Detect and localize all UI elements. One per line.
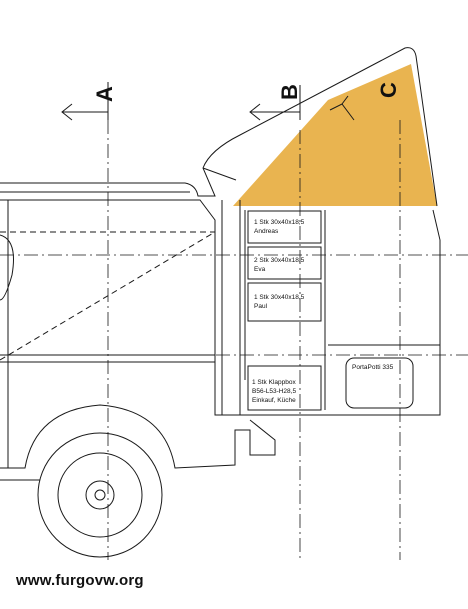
toilet-box (345, 357, 414, 409)
klappbox-line3: Einkauf, Küche (252, 397, 296, 404)
section-label-a: A (92, 86, 117, 102)
box-2-line2: Eva (254, 266, 266, 273)
box-3-line1: 1 Stk 30x40x18,5 (254, 294, 305, 301)
box-2-line1: 2 Stk 30x40x18,5 (254, 257, 305, 264)
box-3-line2: Paul (254, 303, 268, 310)
section-marker-a (61, 82, 109, 121)
section-label-c: C (376, 82, 401, 98)
storage-box (247, 210, 322, 244)
section-label-b: B (277, 84, 302, 100)
highlight-region (233, 64, 437, 206)
section-marker-b (249, 85, 301, 121)
wheel (37, 432, 163, 558)
klappbox-line1: 1 Stk Klappbox (252, 379, 296, 386)
watermark: www.furgovw.org (16, 572, 144, 589)
box-1-line2: Andreas (254, 228, 279, 235)
klappbox-line2: B56-L53-H28,5 (252, 388, 296, 395)
roof-outline (0, 47, 438, 207)
storage-box (247, 246, 322, 280)
toilet-label: PortaPotti 335 (352, 364, 394, 371)
section-marker-c (329, 95, 355, 121)
klappbox (247, 365, 322, 411)
van-body (0, 199, 441, 416)
box-1-line1: 1 Stk 30x40x18,5 (254, 219, 305, 226)
wheel-arch (0, 404, 276, 469)
storage-box (247, 282, 322, 322)
